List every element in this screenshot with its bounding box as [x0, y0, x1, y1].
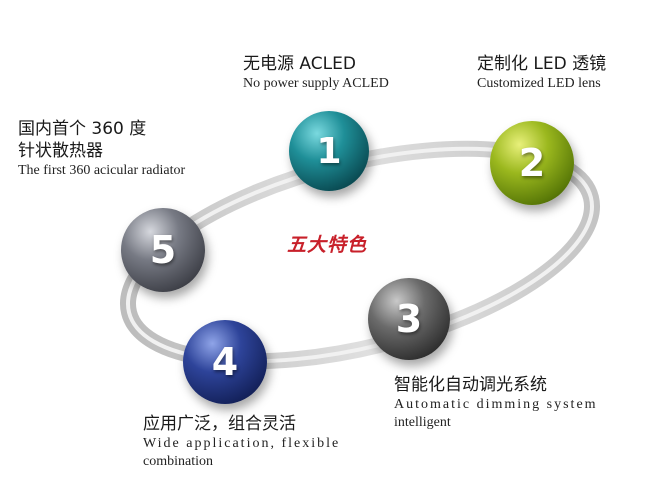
feature-4-label: 应用广泛，组合灵活 Wide application, flexible com… — [143, 413, 340, 471]
feature-2-label: 定制化 LED 透镜 Customized LED lens — [477, 53, 606, 93]
feature-4-number: 4 — [211, 340, 239, 384]
feature-3-title-zh: 智能化自动调光系统 — [394, 375, 547, 395]
feature-4-ball: 4 — [183, 320, 267, 404]
feature-4-title-zh: 应用广泛，组合灵活 — [143, 414, 296, 434]
feature-1-label: 无电源 ACLED No power supply ACLED — [243, 53, 389, 93]
feature-3-ball: 3 — [368, 278, 450, 360]
feature-4-title-en-line1: Wide application, flexible — [143, 436, 341, 451]
feature-5-title-en: The first 360 acicular radiator — [18, 163, 186, 178]
feature-3-number: 3 — [395, 297, 423, 341]
feature-5-label: 国内首个 360 度 针状散热器 The first 360 acicular … — [18, 118, 185, 180]
feature-2-title-en: Customized LED lens — [477, 76, 601, 91]
feature-4-title-en-line2: combination — [143, 454, 213, 469]
feature-2-title-zh: 定制化 LED 透镜 — [477, 54, 607, 74]
feature-3-label: 智能化自动调光系统 Automatic dimming system intel… — [394, 374, 598, 432]
feature-2-number: 2 — [518, 141, 546, 185]
feature-3-title-en-line2: intelligent — [394, 415, 451, 430]
feature-1-number: 1 — [316, 130, 342, 172]
feature-5-number: 5 — [149, 228, 177, 272]
feature-5-title-zh-line2: 针状散热器 — [18, 141, 103, 161]
feature-2-ball: 2 — [490, 121, 574, 205]
feature-1-title-zh: 无电源 ACLED — [243, 54, 356, 74]
feature-1-ball: 1 — [289, 111, 369, 191]
feature-1-title-en: No power supply ACLED — [243, 76, 389, 91]
feature-3-title-en-line1: Automatic dimming system — [394, 397, 598, 412]
feature-5-ball: 5 — [121, 208, 205, 292]
center-title: 五大特色 — [287, 234, 368, 256]
feature-5-title-zh-line1: 国内首个 360 度 — [18, 119, 147, 139]
